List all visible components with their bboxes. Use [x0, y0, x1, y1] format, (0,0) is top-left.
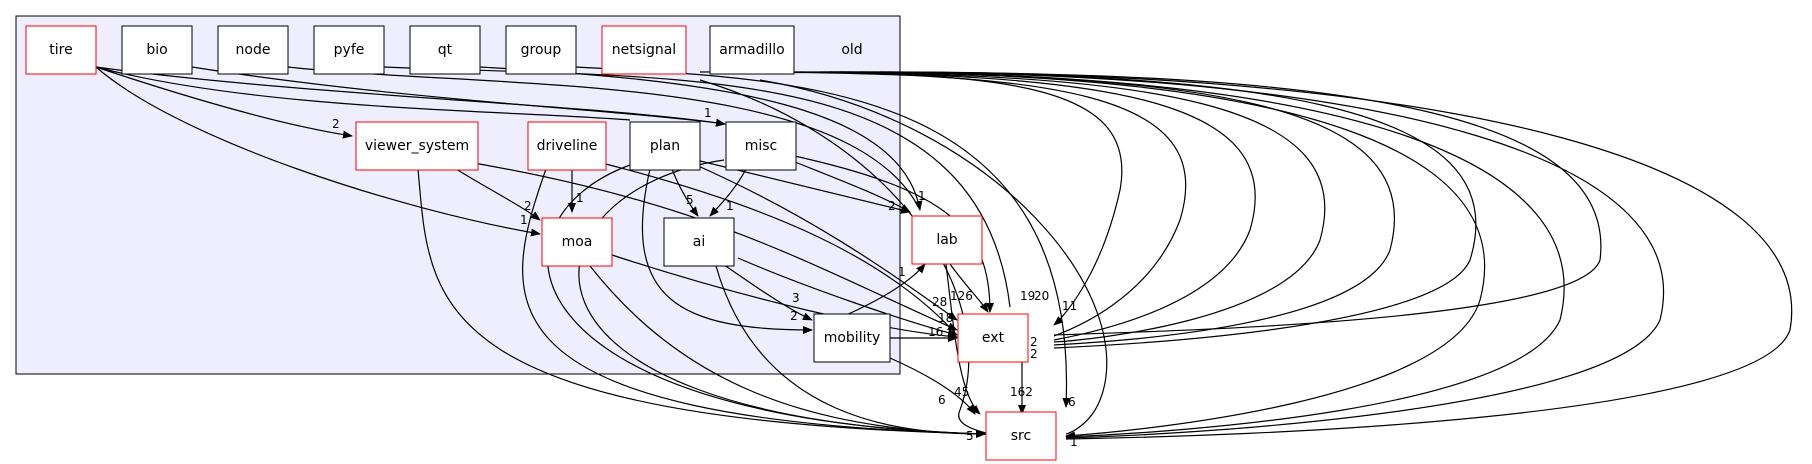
edge-label: 11 [1062, 299, 1077, 313]
node-misc-label: misc [745, 138, 778, 154]
node-tire-label: tire [49, 42, 72, 58]
edge-arc-src-3 [859, 71, 1665, 439]
edge-label: 1 [726, 199, 734, 213]
edge-arc-3 [739, 71, 1256, 341]
edge-viewer-src [417, 168, 986, 438]
edge-arc-src-4 [879, 71, 1793, 440]
edge-label: 126 [950, 289, 973, 303]
edge-label: 1 [1070, 435, 1078, 449]
node-viewer-system-label: viewer_system [365, 138, 469, 154]
node-driveline-label: driveline [537, 138, 598, 154]
edge-misc-ai [709, 168, 747, 217]
edge-tire-moa [95, 66, 541, 237]
edge-ai-mobility [719, 261, 813, 321]
node-armadillo[interactable]: armadillo [709, 25, 795, 75]
edge-arc-2 [719, 71, 1187, 337]
edge-label: 45 [954, 385, 969, 399]
node-node-label: node [236, 42, 271, 58]
edge-tire-misc [95, 66, 726, 127]
edge-tire-viewer-system [95, 66, 353, 139]
cluster-old-label: old [841, 42, 862, 58]
edge-viewer-ext [455, 159, 958, 331]
node-mobility[interactable]: mobility [813, 313, 891, 363]
node-mobility-label: mobility [824, 330, 881, 346]
node-netsignal-label: netsignal [612, 42, 676, 58]
edge-label: 5 [966, 429, 974, 443]
node-ext[interactable]: ext [957, 313, 1029, 363]
node-netsignal[interactable]: netsignal [601, 25, 687, 75]
edge-label: 2 [1030, 335, 1038, 349]
edge-label: 1 [576, 191, 584, 205]
node-qt[interactable]: qt [409, 25, 481, 75]
edge-plan-mobility [641, 168, 813, 334]
edge-label: 1 [918, 189, 926, 203]
edge-label: 28 [932, 295, 947, 309]
edge-label: 2 [888, 199, 896, 213]
node-bio-label: bio [146, 42, 167, 58]
node-pyfe[interactable]: pyfe [313, 25, 385, 75]
node-viewer-system[interactable]: viewer_system [355, 121, 479, 171]
edge-arc-src-2 [839, 71, 1565, 438]
edge-arc-src-1 [829, 71, 1486, 440]
node-group[interactable]: group [505, 25, 577, 75]
edge-tire-plan [95, 66, 631, 121]
node-armadillo-label: armadillo [719, 42, 784, 58]
edge-label: 2 [790, 309, 798, 323]
node-moa-label: moa [562, 234, 593, 250]
node-bio[interactable]: bio [121, 25, 193, 75]
edge-plan-ext [695, 164, 958, 321]
edge-arc-7 [819, 71, 1602, 336]
edge-plan-ai [671, 168, 699, 217]
edge-label: 2 [1030, 347, 1038, 361]
node-group-label: group [521, 42, 562, 58]
edge-label: 6 [1068, 395, 1076, 409]
edge-label: 19 [1020, 289, 1035, 303]
edge-misc-src [578, 159, 986, 435]
edge-label: 162 [1010, 385, 1033, 399]
edge-driveline-ext [589, 159, 958, 336]
edge-ai-src [715, 265, 986, 438]
edge-driveline-src [522, 168, 986, 435]
edge-misc-lab [789, 159, 911, 213]
node-moa[interactable]: moa [541, 217, 613, 267]
node-ai-label: ai [693, 234, 705, 250]
edge-label: 5 [686, 193, 694, 207]
edge-moa-ext [611, 254, 958, 341]
node-misc[interactable]: misc [725, 121, 797, 171]
node-tire[interactable]: tire [25, 25, 97, 75]
edge-arc-4 [759, 71, 1326, 343]
edge-viewer-moa [455, 168, 541, 221]
edge-label: 2 [332, 117, 340, 131]
node-qt-label: qt [438, 42, 453, 58]
node-lab[interactable]: lab [911, 215, 983, 265]
node-src-label: src [1011, 428, 1031, 444]
edge-node-lab [287, 66, 921, 211]
nodes: tire bio node pyfe qt group netsignal a [25, 25, 1057, 461]
edge-mobility-lab [843, 263, 926, 317]
edge-label: 20 [1034, 289, 1049, 303]
edge-label: 6 [938, 393, 946, 407]
edge-label: 18 [938, 311, 953, 325]
edge-label: 2 [524, 199, 532, 213]
node-driveline[interactable]: driveline [527, 121, 607, 171]
edge-labels: 2 1 1 2 1 5 1 2 1 3 2 1 126 19 20 11 28 … [332, 106, 1078, 449]
edge-lab-ext [949, 263, 989, 313]
edge-label: 1 [520, 213, 528, 227]
node-plan-label: plan [650, 138, 680, 154]
node-node[interactable]: node [217, 25, 289, 75]
edge-ai-ext [737, 257, 958, 337]
edge-label: 1 [898, 265, 906, 279]
edge-bio-misc [191, 66, 726, 127]
node-ai[interactable]: ai [663, 217, 735, 267]
node-plan[interactable]: plan [629, 121, 701, 171]
edge-label: 1 [704, 106, 712, 120]
edge-label: 16 [928, 325, 943, 339]
node-src[interactable]: src [985, 411, 1057, 461]
edge-label: 3 [792, 291, 800, 305]
node-ext-label: ext [982, 330, 1005, 346]
edge-arc-src-5 [759, 79, 1108, 435]
node-lab-label: lab [936, 232, 957, 248]
node-pyfe-label: pyfe [334, 42, 365, 58]
